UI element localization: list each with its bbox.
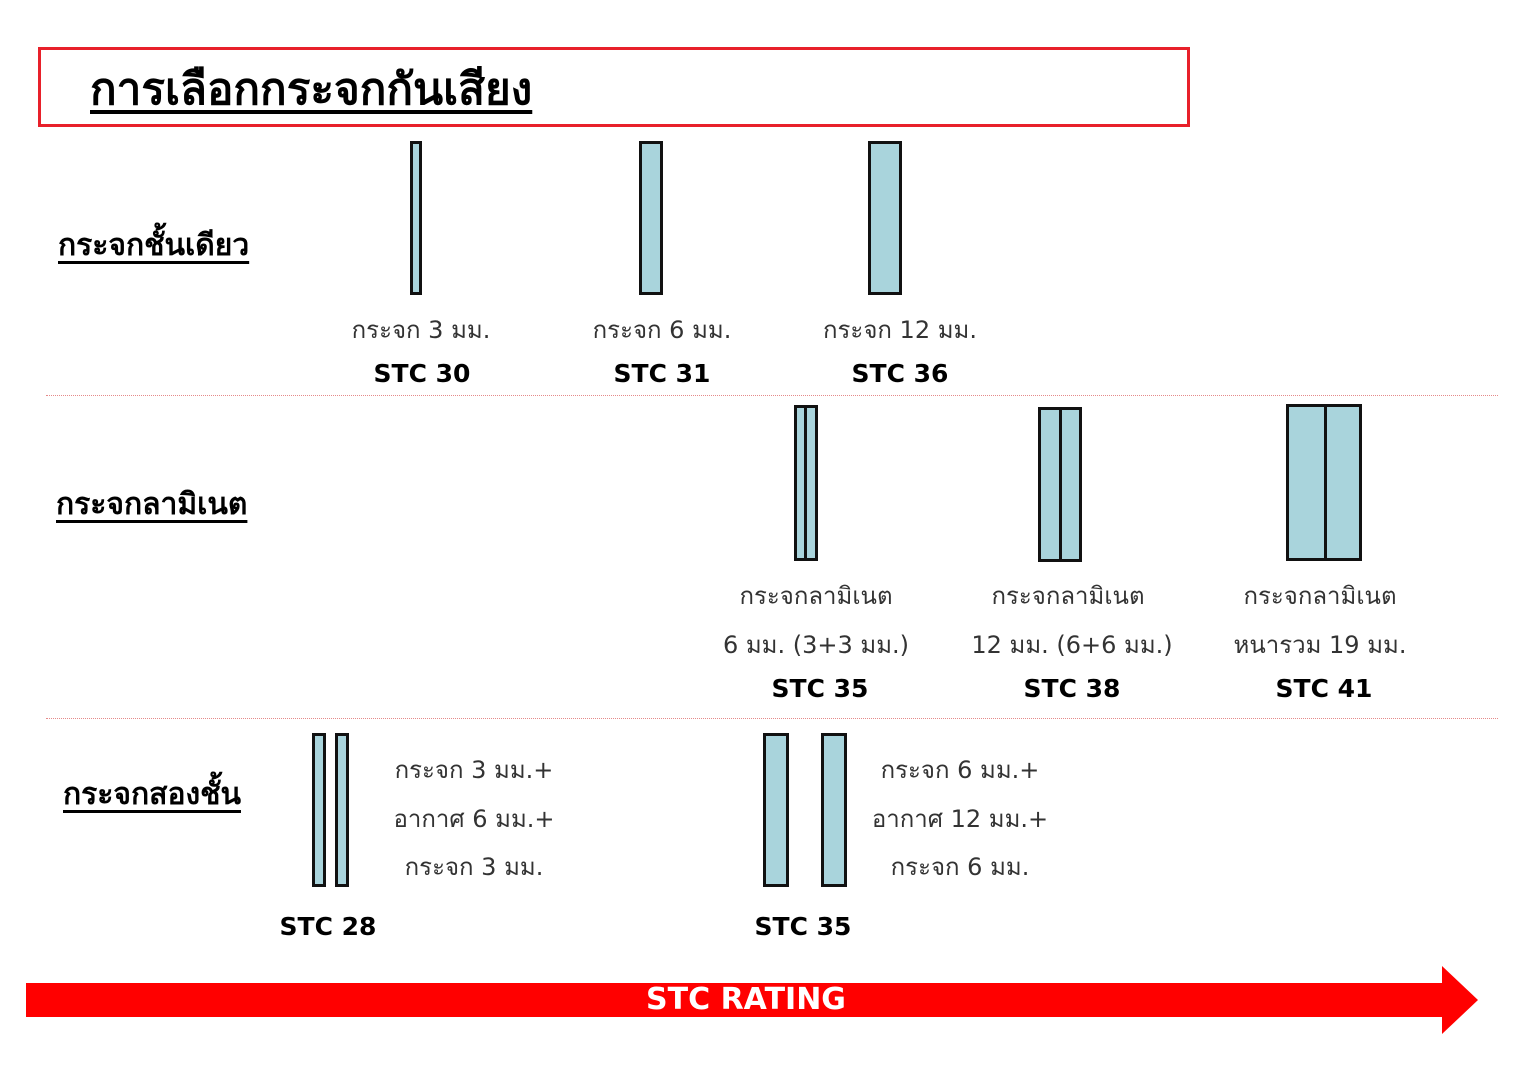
title-frame (38, 47, 1190, 127)
caption-single-12mm: กระจก 12 มม. (823, 316, 977, 344)
row-label-laminated-glass: กระจกลามิเนต (56, 487, 248, 522)
row-label-double-glass: กระจกสองชั้น (63, 777, 241, 812)
stc-single-6mm: STC 31 (613, 359, 711, 388)
glass-pane-3mm (410, 141, 422, 295)
caption-laminated-19mm-line1: กระจกลามิเนต (1243, 582, 1397, 610)
stc-double-6mm: STC 35 (754, 912, 852, 941)
caption-double-3mm-line3: กระจก 3 มม. (404, 853, 544, 881)
caption-single-6mm: กระจก 6 มม. (592, 316, 732, 344)
stc-laminated-12mm: STC 38 (1023, 674, 1121, 703)
glass-pane-12mm (868, 141, 902, 295)
page-title: การเลือกกระจกกันเสียง (90, 64, 533, 115)
caption-laminated-19mm-line2: หนารวม 19 มม. (1233, 631, 1407, 659)
glass-pane-6mm (639, 141, 663, 295)
stc-laminated-6mm: STC 35 (771, 674, 869, 703)
caption-laminated-12mm-line1: กระจกลามิเนต (991, 582, 1145, 610)
laminated-pane-thick-left (1286, 404, 1327, 561)
stc-rating-label: STC RATING (646, 982, 846, 1017)
row-divider (46, 718, 1498, 719)
caption-double-6mm-line1: กระจก 6 มม.+ (880, 756, 1040, 784)
stc-laminated-19mm: STC 41 (1275, 674, 1373, 703)
stc-double-3mm: STC 28 (279, 912, 377, 941)
double-pane-3mm-left (312, 733, 326, 887)
caption-laminated-6mm-line2: 6 มม. (3+3 มม.) (722, 631, 910, 659)
row-label-single-glass: กระจกชั้นเดียว (58, 228, 250, 263)
caption-double-6mm-line2: อากาศ 12 มม.+ (871, 805, 1049, 833)
double-pane-6mm-right (821, 733, 847, 887)
stc-rating-arrow-head (1442, 966, 1478, 1034)
caption-laminated-12mm-line2: 12 มม. (6+6 มม.) (971, 631, 1173, 659)
caption-laminated-6mm-line1: กระจกลามิเนต (739, 582, 893, 610)
row-divider (46, 395, 1498, 396)
double-pane-6mm-left (763, 733, 789, 887)
laminated-pane-3mm-right (804, 405, 818, 561)
caption-double-6mm-line3: กระจก 6 มม. (890, 853, 1030, 881)
stc-single-3mm: STC 30 (373, 359, 471, 388)
laminated-pane-thick-right (1324, 404, 1362, 561)
caption-single-3mm: กระจก 3 มม. (351, 316, 491, 344)
double-pane-3mm-right (335, 733, 349, 887)
caption-double-3mm-line1: กระจก 3 มม.+ (394, 756, 554, 784)
laminated-pane-6mm-right (1059, 407, 1082, 562)
stc-rating-arrow-body (26, 983, 1446, 1017)
stc-single-12mm: STC 36 (851, 359, 949, 388)
caption-double-3mm-line2: อากาศ 6 มม.+ (393, 805, 555, 833)
